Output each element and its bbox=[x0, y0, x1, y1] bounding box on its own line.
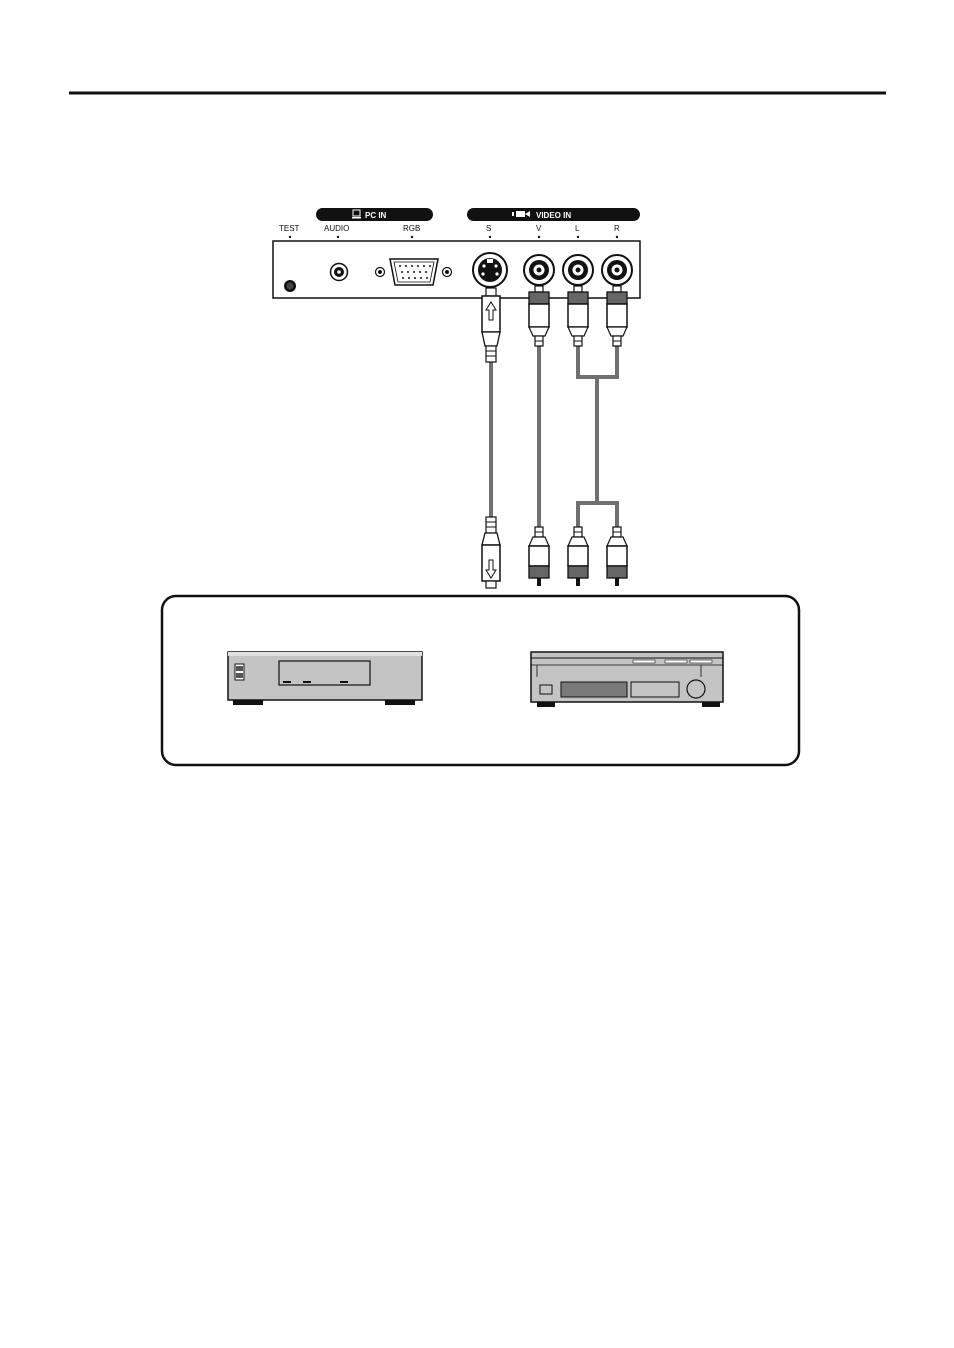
pc-in-header: PC IN bbox=[316, 208, 433, 221]
l-label: L bbox=[575, 224, 580, 233]
audio-l-rca-jack[interactable] bbox=[563, 255, 593, 285]
s-video-jack[interactable] bbox=[473, 253, 507, 287]
vcr-icon bbox=[228, 652, 422, 705]
r-label: R bbox=[614, 224, 620, 233]
rca-plug-top-l bbox=[568, 286, 588, 346]
s-video-plug-top bbox=[482, 288, 500, 362]
rca-plug-bottom-v bbox=[529, 527, 549, 586]
rca-plug-bottom-r bbox=[607, 527, 627, 586]
audio-r-rca-jack[interactable] bbox=[602, 255, 632, 285]
rca-plug-bottom-l bbox=[568, 527, 588, 586]
rca-plug-top-r bbox=[607, 286, 627, 346]
label-dots bbox=[289, 236, 618, 238]
test-jack[interactable] bbox=[284, 280, 296, 292]
video-in-label: VIDEO IN bbox=[536, 211, 571, 220]
s-video-plug-bottom bbox=[482, 517, 500, 588]
rgb-label: RGB bbox=[403, 224, 420, 233]
pc-in-label: PC IN bbox=[365, 211, 387, 220]
video-in-header: VIDEO IN bbox=[467, 208, 640, 221]
s-label: S bbox=[486, 224, 491, 233]
audio-jack[interactable] bbox=[331, 264, 348, 281]
cables bbox=[491, 346, 617, 527]
av-receiver-icon bbox=[531, 652, 723, 707]
v-label: V bbox=[536, 224, 542, 233]
video-rca-jack[interactable] bbox=[524, 255, 554, 285]
audio-label: AUDIO bbox=[324, 224, 349, 233]
rca-plug-top-v bbox=[529, 286, 549, 346]
test-label: TEST bbox=[279, 224, 300, 233]
